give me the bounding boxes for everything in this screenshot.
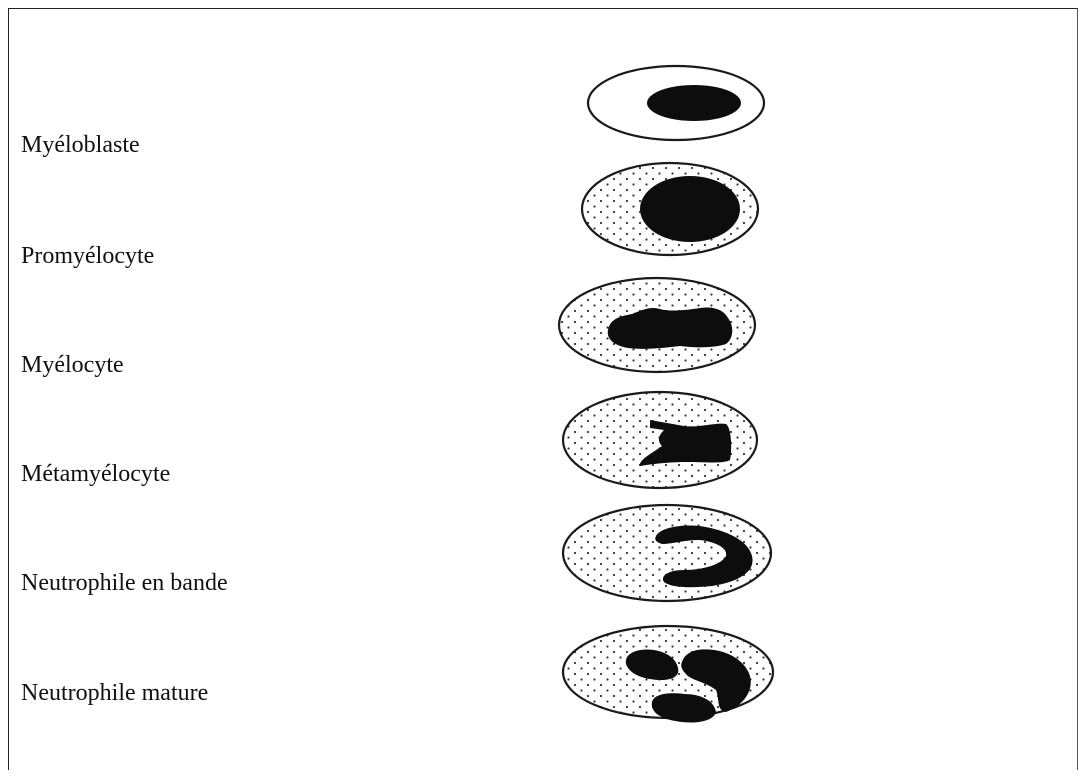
cell-mature-neutrophil bbox=[563, 626, 773, 723]
cell-band-neutrophil bbox=[563, 505, 771, 601]
cell-myeloblaste bbox=[588, 66, 764, 140]
cell-nucleus bbox=[647, 85, 741, 121]
cell-metamyelocyte bbox=[563, 392, 757, 488]
cell-nucleus bbox=[640, 176, 740, 242]
cell-promyelocyte bbox=[582, 163, 758, 255]
cell-myelocyte bbox=[559, 278, 755, 372]
